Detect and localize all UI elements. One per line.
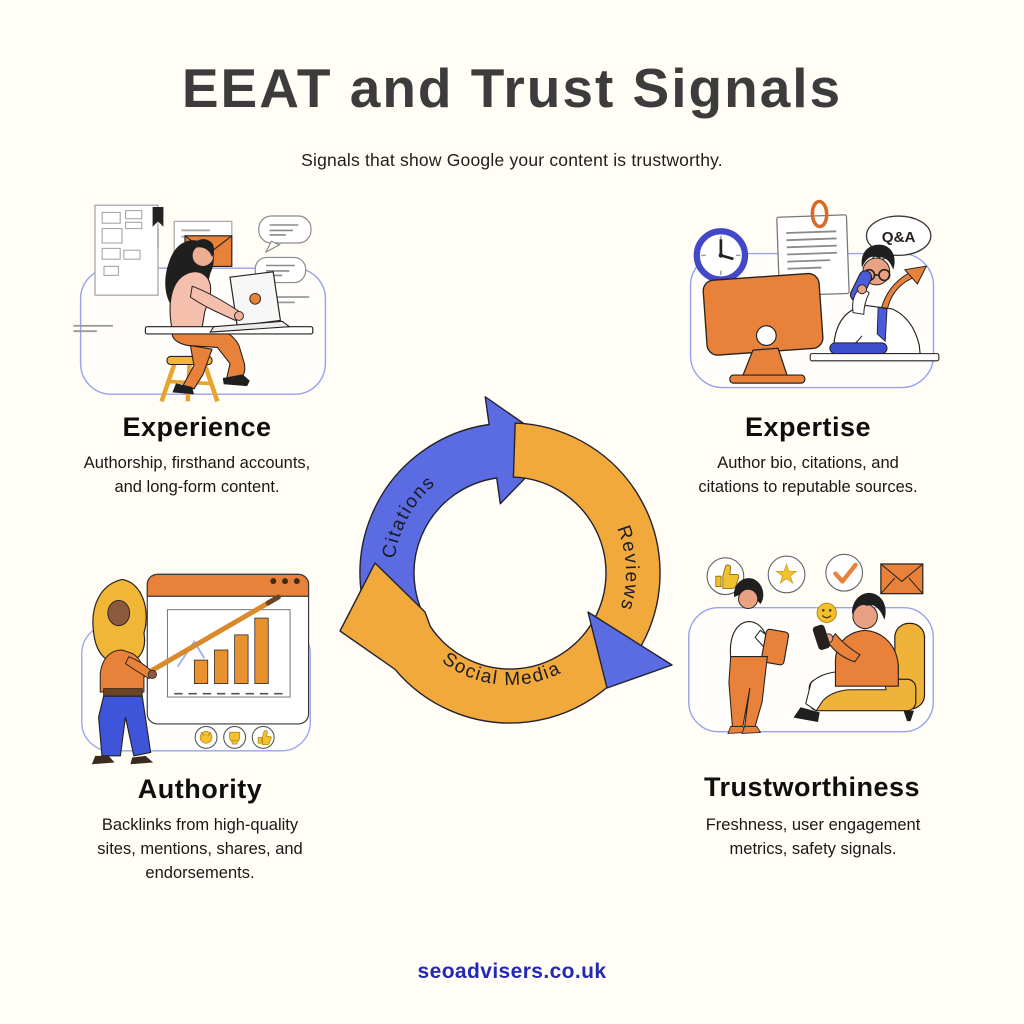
qa-label: Q&A: [882, 229, 916, 246]
thumbs-up-emoji-icon: [251, 725, 275, 749]
woman-arm: [189, 285, 244, 322]
checkmark-badge-icon: [825, 553, 864, 592]
clap-emoji-icon: [194, 725, 218, 749]
trophy-emoji-icon: [223, 725, 247, 749]
browser-window: [146, 573, 310, 725]
trend-line: [176, 639, 206, 668]
checkmark-icon: [833, 562, 858, 584]
experience-title: Experience: [122, 412, 272, 442]
trustworthiness-title: Trustworthiness: [703, 772, 921, 802]
monitor-icon: [702, 272, 824, 384]
expertise-illustration: Q&A: [689, 199, 940, 389]
phone-icon: [812, 624, 831, 650]
trust-cycle-diagram: Citations Reviews Social Media: [339, 396, 673, 724]
authority-illustration: [81, 573, 311, 765]
expertise-title: Expertise: [744, 412, 872, 442]
experience-illustration: [73, 204, 327, 403]
expertise-description: Author bio, citations, and citations to …: [698, 454, 918, 496]
clock-icon: [693, 228, 749, 283]
man-with-phone: [793, 592, 899, 723]
pointer-stick: [129, 594, 281, 685]
desk: [809, 353, 940, 362]
woman-at-laptop: [165, 239, 250, 395]
presenter-woman: [91, 578, 157, 765]
thumbs-up-badge-icon: [706, 557, 745, 596]
star-badge-icon: ★: [767, 555, 806, 594]
authority-description: Backlinks from high-quality sites, menti…: [97, 816, 303, 882]
experience-description: Authorship, firsthand accounts, and long…: [83, 454, 311, 496]
envelope-icon: [880, 563, 924, 595]
trustworthiness-description: Freshness, user engagement metrics, safe…: [705, 816, 921, 858]
emoji-reactions: [194, 725, 275, 749]
paperclip-icon: [810, 199, 829, 229]
page-subtitle: Signals that show Google your content is…: [301, 150, 723, 170]
window-dots: [270, 578, 300, 585]
smiley-emoji-icon: [816, 602, 837, 624]
bar-chart-icon: [193, 617, 269, 684]
speech-bubble-icon: [258, 215, 312, 254]
authority-title: Authority: [137, 774, 263, 804]
star-icon: ★: [775, 560, 798, 590]
woman-with-tablet: [727, 578, 790, 734]
trustworthiness-illustration: ★: [688, 553, 934, 734]
footer-url[interactable]: seoadvisers.co.uk: [417, 960, 607, 983]
page-title: EEAT and Trust Signals: [181, 57, 843, 119]
motion-lines: [73, 296, 310, 333]
reviews-social-arrow-arc: [339, 422, 661, 724]
bookmark-icon: [152, 207, 164, 227]
reviews-arrowhead: [587, 611, 673, 689]
man-on-phone: [832, 244, 921, 355]
keyboard-icon: [829, 342, 888, 355]
up-arrow-icon: [881, 265, 928, 312]
tablet-icon: [760, 628, 790, 666]
bulletin-board-icon: [94, 204, 159, 296]
couch: [808, 622, 926, 722]
